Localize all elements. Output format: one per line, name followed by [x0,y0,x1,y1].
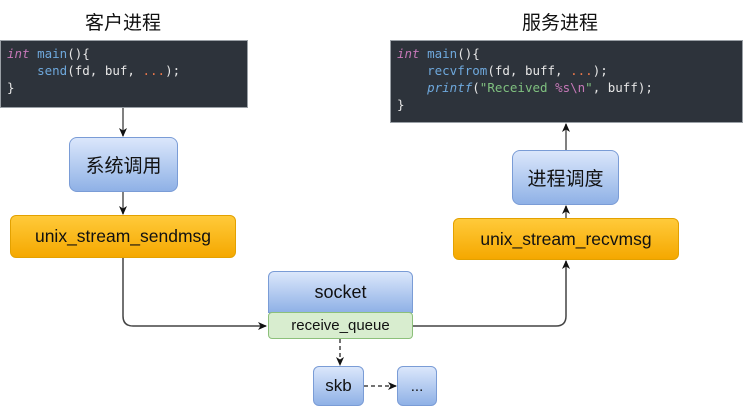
code-text: , buff); [592,80,653,95]
skb-label: skb [325,376,352,395]
code-text: (fd, buff, [487,63,571,78]
recvmsg-label: unix_stream_recvmsg [480,228,652,249]
code-text: ); [592,63,608,78]
socket-box: socket [268,271,413,313]
code-text: } [397,97,405,112]
code-text: (){ [67,46,90,61]
syscall-box: 系统调用 [69,137,178,192]
unix-stream-sendmsg-box: unix_stream_sendmsg [10,215,236,258]
socket-label: socket [314,281,367,302]
code-function: send [37,63,68,78]
receive-queue-label: receive_queue [291,317,390,334]
code-format: %s\n [555,80,586,95]
code-text: } [7,80,15,95]
code-keyword: int [397,46,420,61]
server-code-block: int main(){ recvfrom(fd, buff, ...); pri… [390,40,743,123]
code-function: main [37,46,68,61]
code-text: (){ [457,46,480,61]
schedule-label: 进程调度 [527,169,604,190]
next-skb-label: ... [410,377,424,395]
code-string: "Received [479,80,556,95]
arrow-queue-to-recvmsg [413,260,570,327]
code-function: main [427,46,458,61]
next-skb-box: ... [397,366,437,406]
code-keyword: int [7,46,30,61]
code-function: printf [427,80,473,95]
skb-box: skb [313,366,364,406]
code-function: recvfrom [427,63,488,78]
process-schedule-box: 进程调度 [512,150,619,205]
code-ellipsis: ... [142,63,166,78]
code-ellipsis: ... [570,63,593,78]
server-process-title: 服务进程 [521,13,598,34]
code-string: " [585,80,593,95]
client-process-title: 客户进程 [84,13,161,34]
client-code-block: int main(){ send(fd, buf, ...); } [0,40,248,108]
code-text: (fd, buf, [67,63,143,78]
unix-stream-recvmsg-box: unix_stream_recvmsg [453,218,679,260]
code-text: ); [165,63,181,78]
sendmsg-label: unix_stream_sendmsg [34,226,212,246]
syscall-label: 系统调用 [85,156,162,177]
arrow-sendmsg-to-queue [122,258,267,330]
receive-queue-box: receive_queue [268,312,413,339]
code-text: ( [472,80,480,95]
